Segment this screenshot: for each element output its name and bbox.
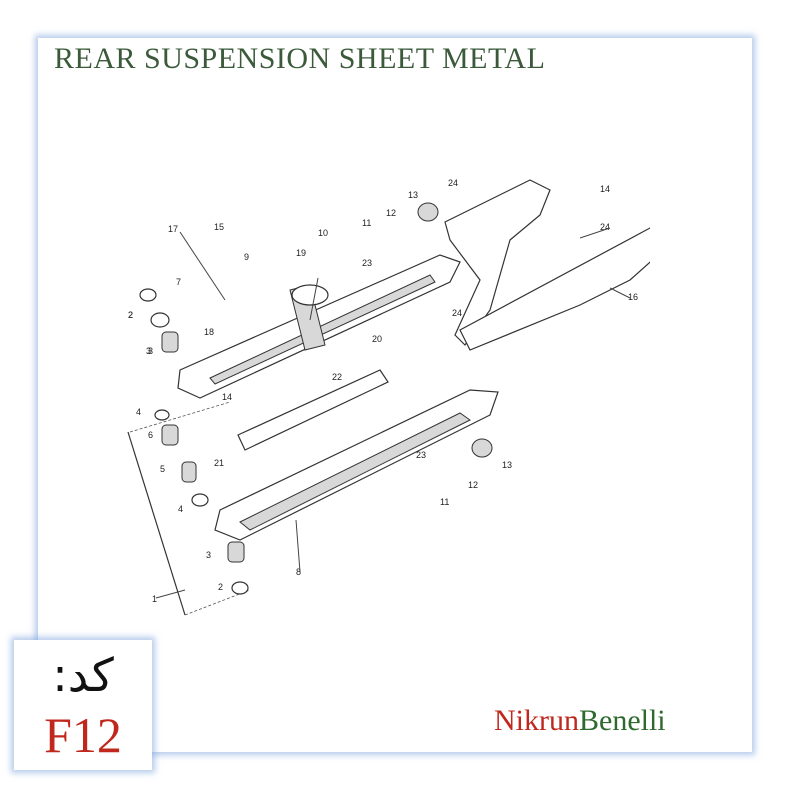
callout-label: 13 bbox=[502, 460, 512, 470]
leader-lines bbox=[155, 227, 631, 599]
callout-label: 24 bbox=[448, 178, 458, 188]
callout-label: 22 bbox=[332, 372, 342, 382]
callout-label: 2 bbox=[128, 310, 133, 320]
pivot-axle bbox=[127, 431, 186, 616]
callout-label: 16 bbox=[628, 292, 638, 302]
callout-label: 21 bbox=[214, 458, 224, 468]
brand-watermark: NikrunBenelli bbox=[494, 704, 666, 738]
callout-label: 4 bbox=[178, 504, 183, 514]
callout-label: 8 bbox=[296, 567, 301, 577]
code-label: کد: bbox=[52, 648, 114, 702]
image-frame bbox=[38, 38, 752, 752]
callout-label: 15 bbox=[214, 222, 224, 232]
callout-label: 19 bbox=[296, 248, 306, 258]
part-callouts: 1 2 3 4 5 6 4 3 2 7 2 3 17 15 9 18 19 10… bbox=[128, 178, 638, 604]
bushing-set bbox=[139, 202, 493, 595]
callout-label: 24 bbox=[600, 222, 610, 232]
callout-label: 3 bbox=[206, 550, 211, 560]
callout-label: 13 bbox=[408, 190, 418, 200]
callout-label: 14 bbox=[600, 184, 610, 194]
brand-part-1: Nikrun bbox=[494, 704, 579, 737]
callout-label: 12 bbox=[468, 480, 478, 490]
callout-label: 23 bbox=[416, 450, 426, 460]
page-title: REAR SUSPENSION SHEET METAL bbox=[54, 42, 546, 75]
cross-brace bbox=[237, 369, 389, 451]
callout-label: 5 bbox=[160, 464, 165, 474]
code-value: F12 bbox=[44, 707, 122, 763]
callout-label: 11 bbox=[440, 497, 449, 507]
callout-label: 4 bbox=[136, 407, 141, 417]
callout-label: 3 bbox=[148, 346, 153, 356]
callout-label: 17 bbox=[168, 224, 178, 234]
brand-part-2: Benelli bbox=[579, 704, 666, 737]
callout-label: 24 bbox=[452, 308, 462, 318]
callout-label: 18 bbox=[204, 327, 214, 337]
callout-label: 20 bbox=[372, 334, 382, 344]
callout-label: 6 bbox=[148, 430, 153, 440]
callout-label: 3 bbox=[146, 346, 151, 356]
callout-label: 11 bbox=[362, 218, 371, 228]
exploded-parts-diagram: 1 2 3 4 5 6 4 3 2 7 2 3 17 15 9 18 19 10… bbox=[127, 178, 650, 616]
callout-label: 2 bbox=[128, 310, 133, 320]
callout-label: 14 bbox=[222, 392, 232, 402]
chain-guard-lower bbox=[459, 227, 650, 351]
callout-label: 1 bbox=[152, 594, 157, 604]
callout-label: 23 bbox=[362, 258, 372, 268]
callout-label: 2 bbox=[218, 582, 223, 592]
callout-label: 12 bbox=[386, 208, 396, 218]
callout-label: 7 bbox=[176, 277, 181, 287]
chain-guard bbox=[444, 179, 551, 346]
callout-label: 9 bbox=[244, 252, 249, 262]
code-badge: کد: F12 bbox=[14, 640, 152, 770]
callout-label: 10 bbox=[318, 228, 328, 238]
